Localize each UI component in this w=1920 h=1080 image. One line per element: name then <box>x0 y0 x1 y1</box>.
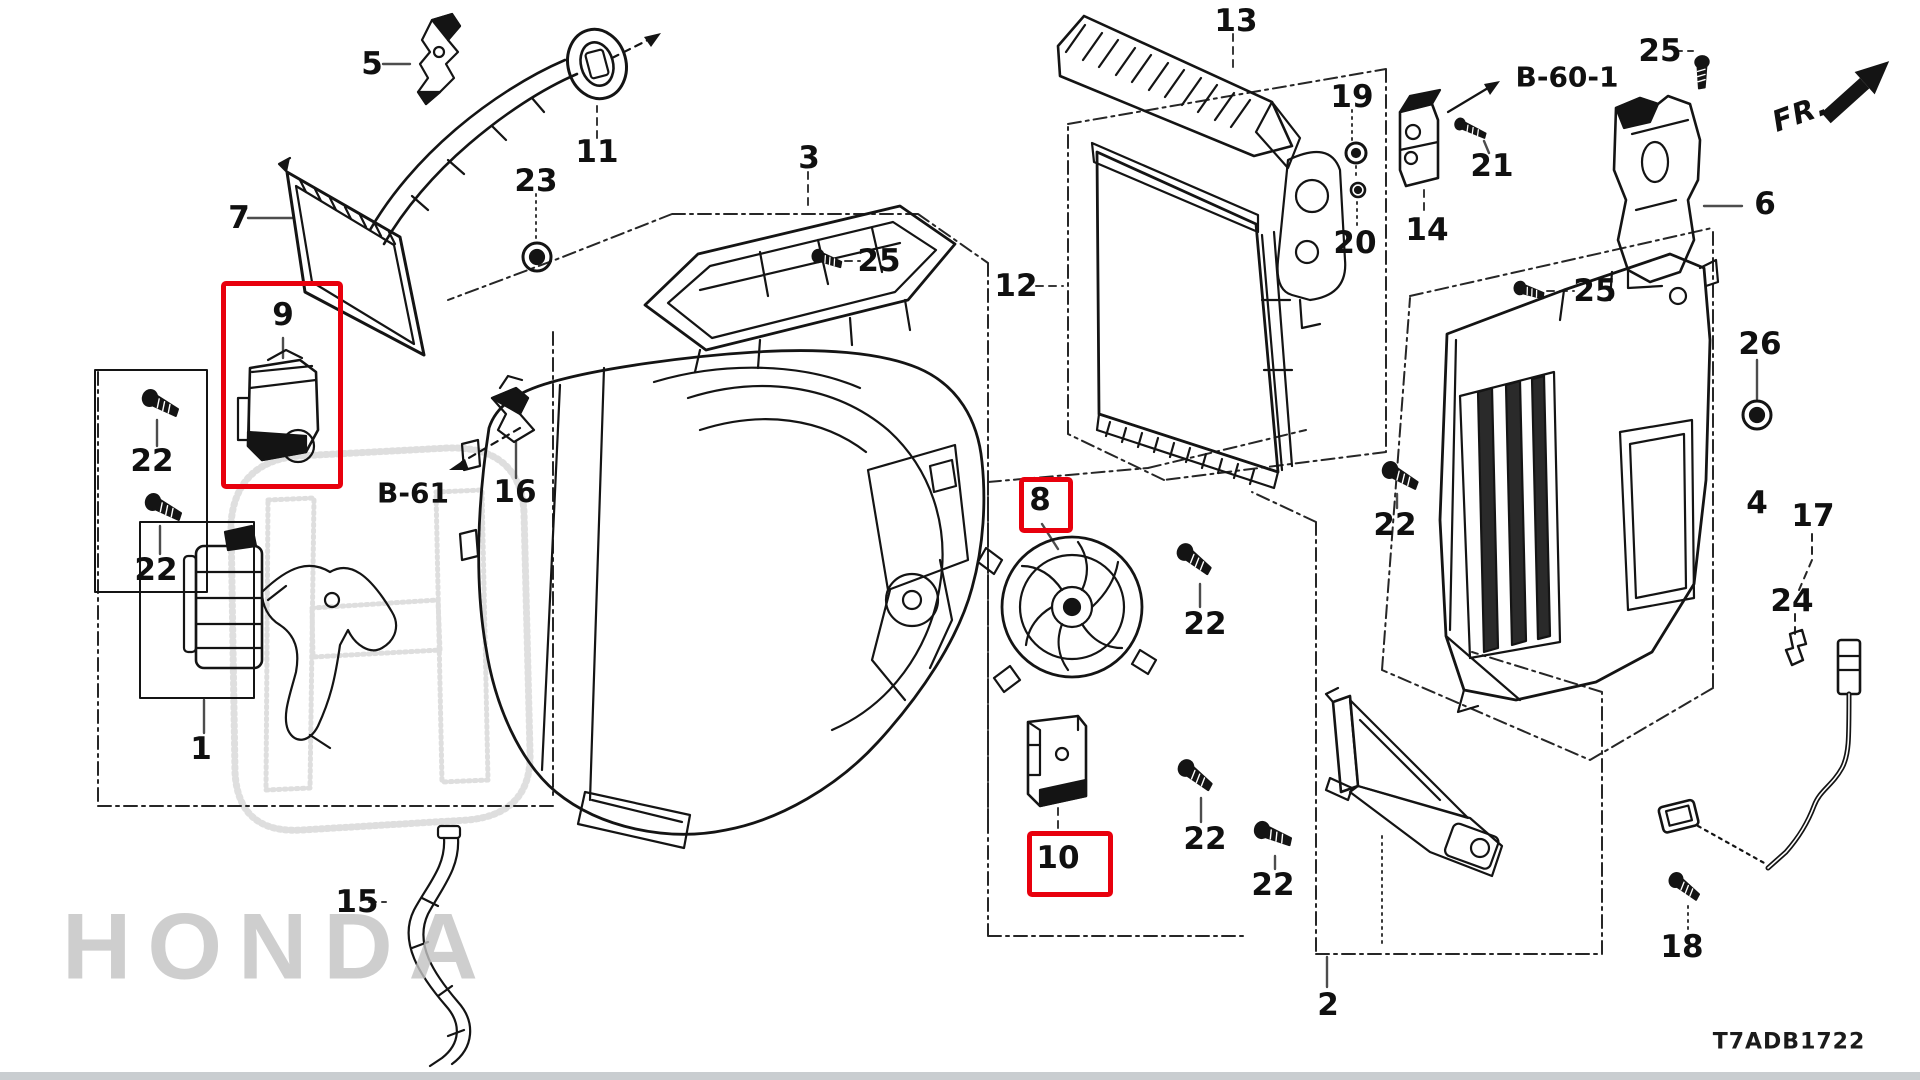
callout-24: 24 <box>1770 583 1814 619</box>
callout-25a: 25 <box>857 243 901 279</box>
callout-22e: 22 <box>1183 821 1227 857</box>
callout-20: 20 <box>1333 225 1377 261</box>
part-12-evaporator <box>1090 141 1347 490</box>
callout-18: 18 <box>1660 929 1704 965</box>
b-17-30-arrowhead <box>644 33 661 47</box>
callout-22c: 22 <box>1373 507 1417 543</box>
callout-22f: 22 <box>1251 867 1295 903</box>
part-24-clip <box>1784 628 1808 667</box>
part-16-sensor <box>490 374 536 444</box>
bottom-edge-bar <box>0 1072 1920 1080</box>
b-60-1-arrowhead <box>1484 81 1500 95</box>
part-4-blower-housing <box>1438 252 1720 714</box>
part-2-bracket <box>1324 686 1504 878</box>
highlight-box-2 <box>1019 477 1073 533</box>
part-20-grommet <box>1349 181 1367 199</box>
part-19-grommet <box>1344 141 1368 165</box>
callout-22b: 22 <box>134 552 178 588</box>
group-boxes <box>97 68 1813 955</box>
part-17-wire-harness <box>1657 638 1862 871</box>
reference-arrows <box>449 33 1500 470</box>
callout-13: 13 <box>1214 3 1258 39</box>
callout-21: 21 <box>1470 148 1514 184</box>
callout-15: 15 <box>335 884 379 920</box>
part-25-screws <box>811 55 1710 300</box>
callout-22d: 22 <box>1183 606 1227 642</box>
callout-7: 7 <box>228 200 250 236</box>
part-26-nut <box>1741 399 1773 431</box>
callout-1: 1 <box>190 731 212 767</box>
highlight-box-1 <box>221 281 343 489</box>
callout-23: 23 <box>514 163 558 199</box>
callout-3: 3 <box>798 140 820 176</box>
callout-14: 14 <box>1405 212 1449 248</box>
part-18-screw <box>1668 871 1700 901</box>
callout-b61: B-61 <box>377 476 449 510</box>
leader-lines <box>155 62 1759 989</box>
callout-code: T7ADB1722 <box>1712 1029 1866 1055</box>
callout-12: 12 <box>994 268 1038 304</box>
part-10-actuator <box>1026 714 1088 808</box>
part-1-motor-and-linkage <box>182 524 398 750</box>
callout-16: 16 <box>493 474 537 510</box>
callout-17: 17 <box>1791 498 1835 534</box>
part-11-grommet <box>566 27 628 101</box>
part-23-nut <box>521 241 553 273</box>
fr-direction-arrow <box>1821 61 1890 124</box>
callout-8: 8 <box>1029 482 1051 518</box>
part-14-expansion-valve <box>1398 88 1442 188</box>
highlight-box-3 <box>1027 831 1113 897</box>
callout-25b: 25 <box>1638 33 1682 69</box>
callout-25c: 25 <box>1573 273 1617 309</box>
honda-h-logo-watermark <box>227 444 534 834</box>
callout-22a: 22 <box>130 443 174 479</box>
dashed-leader-lines <box>368 33 1694 949</box>
part-3-heater-housing <box>458 204 986 850</box>
part-5-bracket <box>416 12 462 106</box>
callout-6: 6 <box>1754 186 1776 222</box>
part-9-actuator <box>236 348 320 464</box>
part-6-bracket <box>1612 94 1702 290</box>
callout-2: 2 <box>1317 987 1339 1023</box>
callout-b601: B-60-1 <box>1515 60 1619 94</box>
callout-19: 19 <box>1330 79 1374 115</box>
callout-5: 5 <box>361 46 383 82</box>
part-22-screws <box>141 388 1419 847</box>
part-15-drain-hose <box>407 824 472 1068</box>
honda-watermark-text: HONDA <box>62 894 494 999</box>
callout-26: 26 <box>1738 326 1782 362</box>
part-8-blower-fan <box>976 535 1158 694</box>
callout-4: 4 <box>1746 485 1768 521</box>
callout-10: 10 <box>1036 840 1080 876</box>
callout-9: 9 <box>272 297 294 333</box>
part-7-heater-core <box>277 58 579 357</box>
part-21-bolt <box>1454 117 1487 139</box>
part-13-intake-grille <box>1056 14 1302 170</box>
callout-11: 11 <box>575 134 619 170</box>
b-61-arrowhead <box>449 459 469 470</box>
item1-group-boxes <box>94 369 255 699</box>
